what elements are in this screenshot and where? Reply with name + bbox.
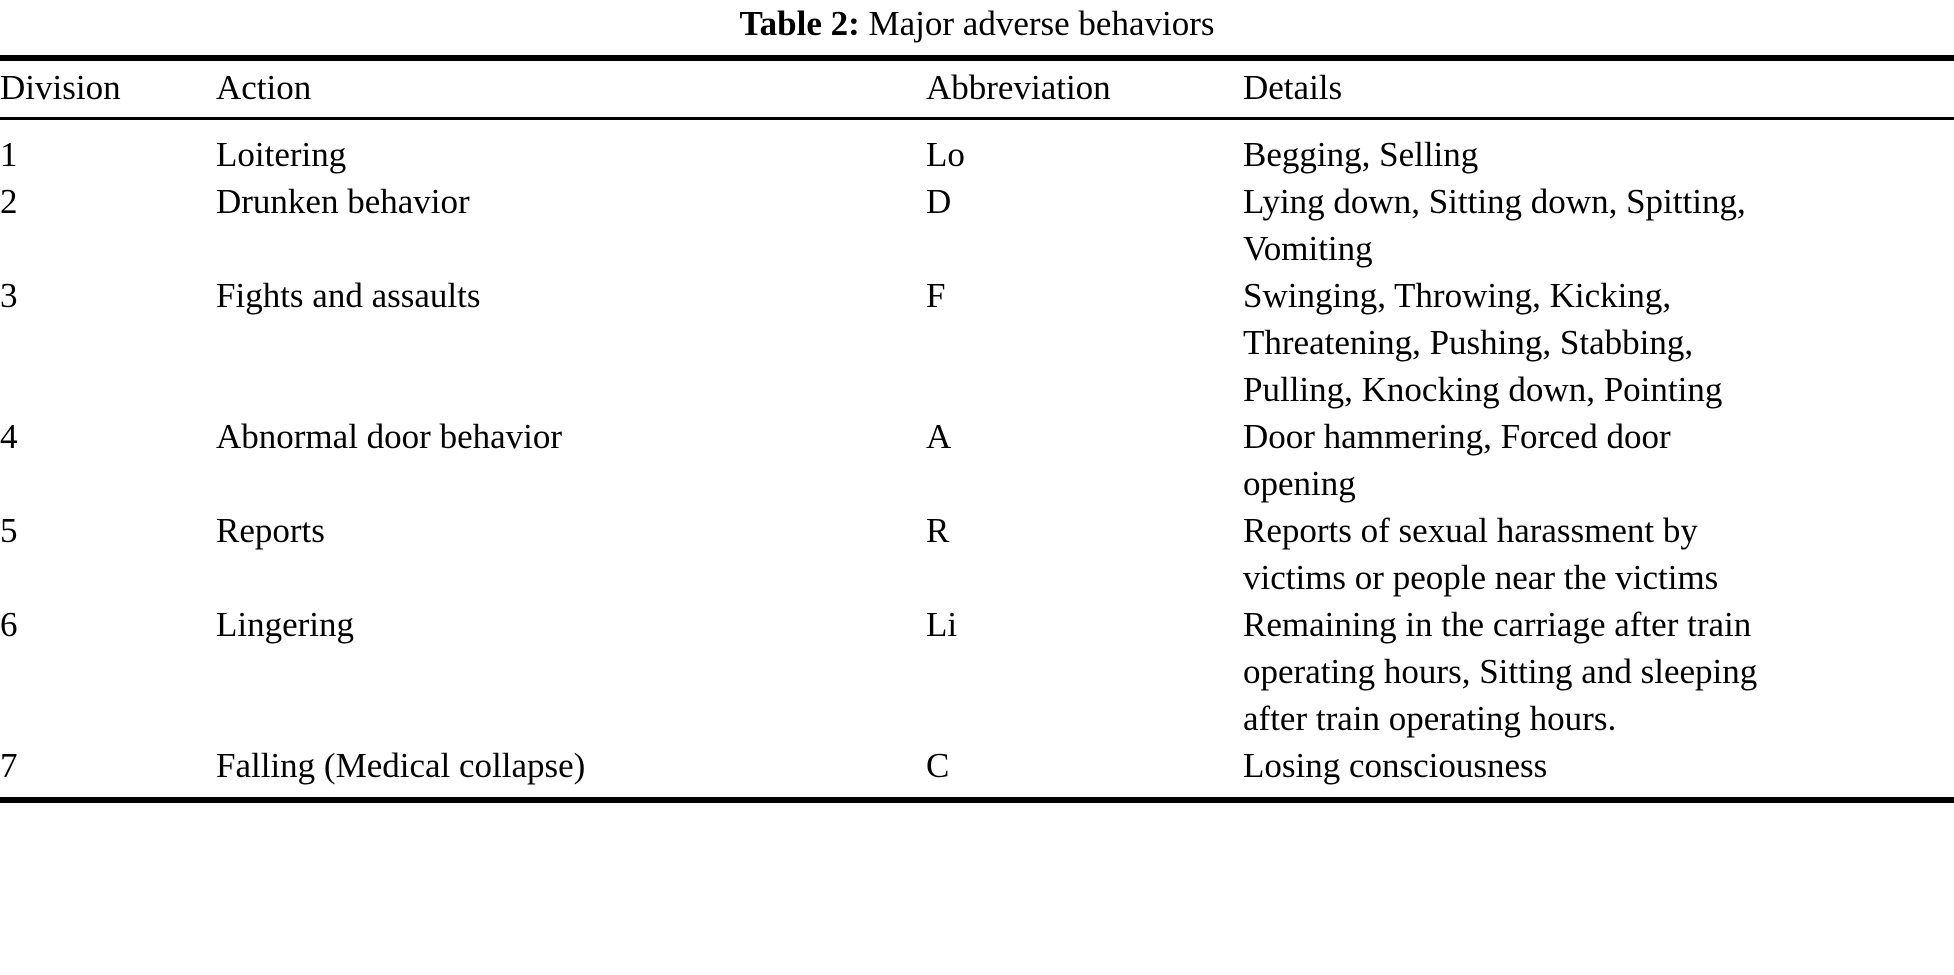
cell-details: Reports of sexual harassment by victims o… (1243, 507, 1954, 601)
table-caption: Table 2: Major adverse behaviors (0, 0, 1954, 46)
details-line: Lying down, Sitting down, Spitting, (1243, 182, 1746, 221)
details-line: Pulling, Knocking down, Pointing (1243, 370, 1723, 409)
table-row: 5 Reports R Reports of sexual harassment by… (0, 507, 1954, 601)
cell-division: 7 (0, 746, 18, 785)
cell-action: Drunken behavior (216, 182, 470, 221)
cell-details: Begging, Selling (1243, 120, 1954, 178)
details-line: Swinging, Throwing, Kicking, (1243, 276, 1672, 315)
cell-details: Door hammering, Forced door opening (1243, 413, 1954, 507)
cell-action: Reports (216, 511, 325, 550)
details-line: opening (1243, 464, 1356, 503)
column-header-abbreviation: Abbreviation (926, 68, 1111, 107)
table-row: 6 Lingering Li Remaining in the carriage af… (0, 601, 1954, 742)
details-line: Threatening, Pushing, Stabbing, (1243, 323, 1694, 362)
details-line: victims or people near the victims (1243, 558, 1719, 597)
cell-abbreviation: Li (926, 605, 958, 644)
cell-details: Lying down, Sitting down, Spitting, Vomit… (1243, 178, 1954, 272)
cell-action: Falling (Medical collapse) (216, 746, 586, 785)
cell-division: 1 (0, 135, 18, 174)
table-body: 1 Loitering Lo Begging, Selling 2 Drunken beh… (0, 120, 1954, 797)
cell-abbreviation: F (926, 276, 946, 315)
cell-division: 2 (0, 182, 18, 221)
cell-action: Lingering (216, 605, 355, 644)
cell-abbreviation: R (926, 511, 950, 550)
column-header-details: Details (1243, 68, 1343, 107)
cell-abbreviation: C (926, 746, 950, 785)
table-header-rule (0, 117, 1954, 120)
table-caption-text: Major adverse behaviors (868, 4, 1215, 43)
table-top-rule (0, 55, 1954, 61)
table-row: 1 Loitering Lo Begging, Selling (0, 120, 1954, 178)
adverse-behaviors-table-body: 1 Loitering Lo Begging, Selling 2 Drunken beh… (0, 120, 1954, 797)
table-row: 7 Falling (Medical collapse) C Losing consc… (0, 742, 1954, 797)
cell-details: Remaining in the carriage after train ope… (1243, 601, 1954, 742)
cell-division: 3 (0, 276, 18, 315)
table-row: 3 Fights and assaults F Swinging, Throwing,… (0, 272, 1954, 413)
cell-abbreviation: D (926, 182, 952, 221)
details-line: Reports of sexual harassment by (1243, 511, 1698, 550)
adverse-behaviors-table: Division Action Abbreviation Details (0, 61, 1954, 117)
cell-details: Swinging, Throwing, Kicking, Threatening,… (1243, 272, 1954, 413)
details-line: Losing consciousness (1243, 746, 1548, 785)
cell-division: 6 (0, 605, 18, 644)
cell-division: 4 (0, 417, 18, 456)
cell-details: Losing consciousness (1243, 742, 1954, 797)
table-header-row: Division Action Abbreviation Details (0, 61, 1954, 117)
cell-action: Loitering (216, 135, 347, 174)
cell-abbreviation: Lo (926, 135, 965, 174)
cell-abbreviation: A (926, 417, 952, 456)
table-bottom-rule (0, 797, 1954, 803)
details-line: Vomiting (1243, 229, 1373, 268)
table-row: 4 Abnormal door behavior A Door hammering, … (0, 413, 1954, 507)
details-line: Begging, Selling (1243, 135, 1479, 174)
table-head: Division Action Abbreviation Details (0, 61, 1954, 117)
table-row: 2 Drunken behavior D Lying down, Sitting do… (0, 178, 1954, 272)
details-line: after train operating hours. (1243, 699, 1617, 738)
cell-action: Abnormal door behavior (216, 417, 563, 456)
details-line: Remaining in the carriage after train (1243, 605, 1752, 644)
details-line: operating hours, Sitting and sleeping (1243, 652, 1758, 691)
cell-division: 5 (0, 511, 18, 550)
details-line: Door hammering, Forced door (1243, 417, 1671, 456)
column-header-action: Action (216, 68, 312, 107)
column-header-division: Division (0, 68, 121, 107)
cell-action: Fights and assaults (216, 276, 481, 315)
table-caption-label: Table 2: (739, 4, 860, 43)
